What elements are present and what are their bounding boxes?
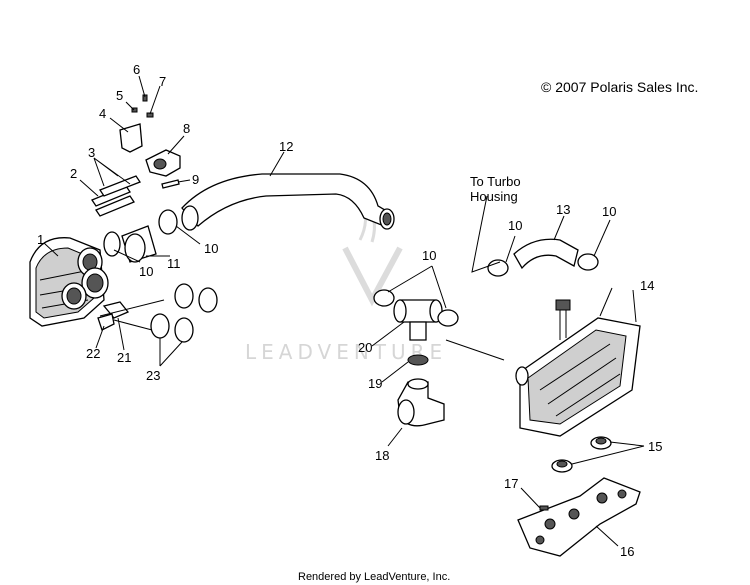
part-4-bracket <box>119 123 143 153</box>
clamps-right-group <box>487 253 599 277</box>
callout-22: 22 <box>86 346 100 361</box>
callout-21: 21 <box>117 350 131 365</box>
clamps-center-group <box>373 289 459 327</box>
copyright-text: © 2007 Polaris Sales Inc. <box>541 79 698 95</box>
leader-lines <box>43 75 645 547</box>
callout-20: 20 <box>358 340 372 355</box>
to-turbo-label-line2: Housing <box>470 189 518 204</box>
callout-18: 18 <box>375 448 389 463</box>
callout-5: 5 <box>116 88 123 103</box>
callout-10-left: 10 <box>139 264 153 279</box>
part-17-screw <box>539 505 549 511</box>
part-12-duct <box>181 173 395 231</box>
callout-7: 7 <box>159 74 166 89</box>
part-23-clamps <box>150 283 218 343</box>
callout-10-mid: 10 <box>204 241 218 256</box>
callout-12: 12 <box>279 139 293 154</box>
callout-10-right-a: 10 <box>508 218 522 233</box>
clamps-left-group <box>103 209 178 257</box>
callout-11: 11 <box>167 256 181 271</box>
part-18-valve <box>397 378 445 427</box>
callout-2: 2 <box>70 166 77 181</box>
part-19-ring <box>407 354 429 366</box>
callout-15: 15 <box>648 439 662 454</box>
callout-8: 8 <box>183 121 190 136</box>
callout-1: 1 <box>37 232 44 247</box>
part-8-sensor <box>145 149 181 177</box>
callout-13: 13 <box>556 202 570 217</box>
callout-23: 23 <box>146 368 160 383</box>
part-9-fastener <box>161 179 180 189</box>
callout-19: 19 <box>368 376 382 391</box>
part-16-mount-bracket <box>517 477 641 557</box>
callout-17: 17 <box>504 476 518 491</box>
callout-10-right-b: 10 <box>602 204 616 219</box>
part-2-3-sensor-rods <box>91 175 141 217</box>
callout-6: 6 <box>133 62 140 77</box>
part-1-airbox-housing <box>29 237 109 327</box>
footer-credit: Rendered by LeadVenture, Inc. <box>298 571 450 583</box>
part-20-tee <box>393 299 443 341</box>
callout-14: 14 <box>640 278 654 293</box>
part-21-22-brackets <box>97 301 130 331</box>
callout-16: 16 <box>620 544 634 559</box>
to-turbo-label-line1: To Turbo <box>470 174 521 189</box>
part-13-hose <box>513 238 579 270</box>
part-14-intercooler <box>515 299 641 437</box>
callout-4: 4 <box>99 106 106 121</box>
callout-10-center: 10 <box>422 248 436 263</box>
callout-9: 9 <box>192 172 199 187</box>
part-11-coupler <box>121 225 157 263</box>
callout-3: 3 <box>88 145 95 160</box>
part-15-grommets <box>551 436 612 473</box>
